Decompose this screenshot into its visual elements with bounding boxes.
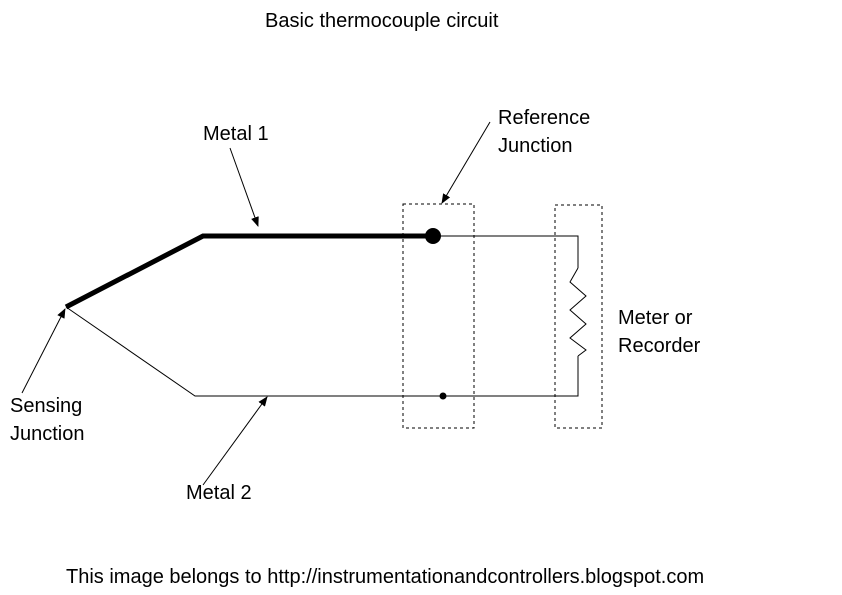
metal-2-arrow xyxy=(202,396,268,486)
sensing-label-line1: Sensing xyxy=(10,395,82,417)
reference-label-line1: Reference xyxy=(498,107,590,129)
reference-label-line2: Junction xyxy=(498,135,573,157)
reference-junction-arrow xyxy=(441,121,491,204)
meter-resistor-symbol xyxy=(569,267,587,357)
meter-box xyxy=(554,204,603,429)
footer-credit: This image belongs to http://instrumenta… xyxy=(66,566,704,588)
diagram-title: Basic thermocouple circuit xyxy=(265,10,499,32)
metal-1-wire xyxy=(64,233,433,310)
lead-wire-bottom xyxy=(443,356,579,397)
metal-1-label: Metal 1 xyxy=(203,123,269,145)
lead-wire-top xyxy=(433,235,579,268)
sensing-label-line2: Junction xyxy=(10,423,85,445)
meter-label-line2: Recorder xyxy=(618,335,701,357)
meter-label-line1: Meter or xyxy=(618,307,693,329)
sensing-junction-arrow xyxy=(21,308,66,394)
metal-2-label: Metal 2 xyxy=(186,482,252,504)
metal-1-arrow xyxy=(229,147,259,227)
metal-2-wire xyxy=(65,306,443,397)
reference-junction-box xyxy=(402,203,475,429)
